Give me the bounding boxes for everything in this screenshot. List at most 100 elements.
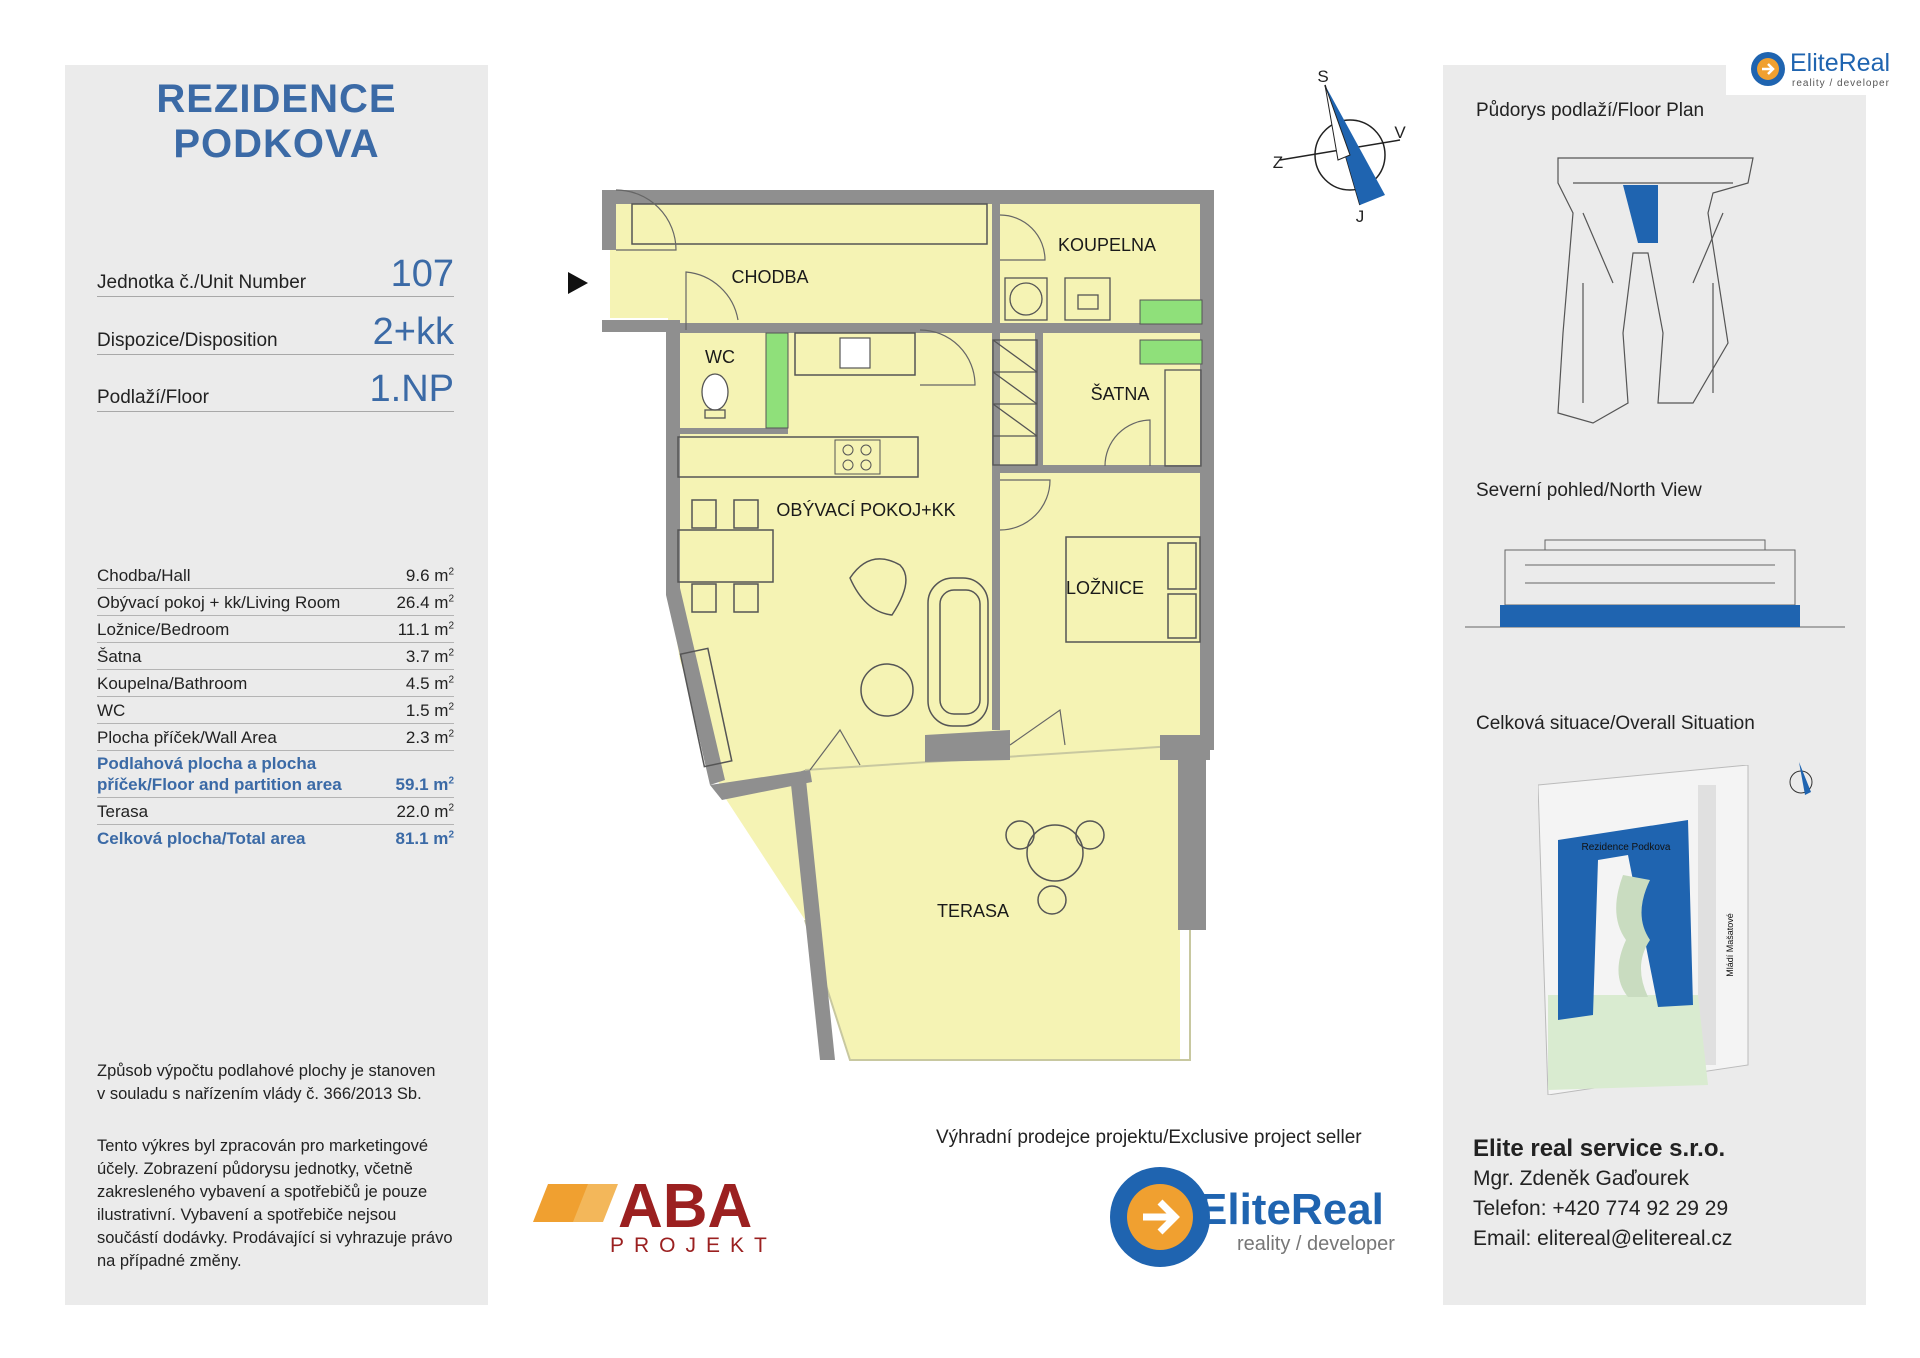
entrance-arrow-icon (568, 272, 588, 294)
left-info-panel: REZIDENCE PODKOVA Jednotka č./Unit Numbe… (65, 65, 488, 1305)
elitereal-small-name: EliteReal (1790, 49, 1891, 77)
area-label: Ložnice/Bedroom (97, 620, 230, 639)
calc-note: Způsob výpočtu podlahové plochy je stano… (97, 1062, 436, 1103)
door-swings (615, 189, 1151, 771)
exclusive-seller-label: Výhradní prodejce projektu/Exclusive pro… (936, 1127, 1362, 1148)
unit-number-row: Jednotka č./Unit Number 107 (97, 250, 454, 297)
shaft-3 (1139, 339, 1203, 365)
area-row: Koupelna/Bathroom 4.5 m2 (97, 670, 454, 697)
burner-icon (860, 459, 872, 471)
hall-wardrobe (631, 203, 988, 245)
area-label: WC (97, 701, 126, 720)
walls (602, 190, 1214, 1060)
compass-v: V (1394, 123, 1406, 142)
area-row: Plocha příček/Wall Area 2.3 m2 (97, 724, 454, 751)
floor-fill (610, 200, 1205, 1060)
area-label: Terasa (97, 802, 149, 821)
bathroom-fixtures (1004, 277, 1111, 321)
shaft-1 (765, 332, 789, 429)
kitchen-counter (677, 436, 919, 478)
kitchen-sink-icon (839, 337, 871, 369)
situation-street-label: Mládí Mašatové (1725, 913, 1735, 977)
area-label: Koupelna/Bathroom (97, 674, 248, 693)
area-row: WC 1.5 m2 (97, 697, 454, 724)
compass-s: S (1317, 67, 1328, 86)
floor-plan-label: Půdorys podlaží/Floor Plan (1476, 100, 1705, 121)
disposition-value: 2+kk (372, 311, 454, 353)
area-value: 9.6 m2 (405, 566, 454, 585)
burner-icon (860, 444, 872, 456)
area-value: 1.5 m2 (405, 701, 454, 720)
burner-icon (842, 444, 854, 456)
area-label: Plocha příček/Wall Area (97, 728, 277, 747)
elitereal-small-tagline: reality / developer (1792, 78, 1890, 89)
aba-projekt-logo: ABA PROJEKT (533, 1172, 777, 1257)
contact-phone: Telefon: +420 774 92 29 29 (1473, 1197, 1729, 1220)
area-row: Chodba/Hall 9.6 m2 (97, 562, 454, 589)
situation-label: Celková situace/Overall Situation (1476, 713, 1755, 734)
area-label: Šatna (97, 647, 142, 666)
living-furniture (679, 558, 989, 768)
area-row: Šatna 3.7 m2 (97, 643, 454, 670)
contact-company: Elite real service s.r.o. (1473, 1135, 1726, 1162)
area-value: 11.1 m2 (397, 620, 454, 639)
area-row: Ložnice/Bedroom 11.1 m2 (97, 616, 454, 643)
room-label-terasa: TERASA (937, 901, 1009, 921)
kitchen-counter-top (794, 332, 916, 376)
elitereal-logo-mark-small (1751, 52, 1785, 86)
room-label-wc: WC (705, 347, 735, 367)
compass-j: J (1356, 207, 1365, 226)
elitereal-logo-mark (1110, 1167, 1210, 1267)
area-value: 2.3 m2 (405, 728, 454, 747)
disposition-label: Dispozice/Disposition (97, 330, 278, 351)
contact-email: Email: elitereal@elitereal.cz (1473, 1227, 1733, 1250)
unit-number-value: 107 (390, 253, 454, 295)
cooktop-icon (834, 439, 881, 475)
area-row: Terasa 22.0 m2 (97, 798, 454, 825)
area-label: Celková plocha/Total area (97, 829, 306, 848)
floor-value: 1.NP (369, 368, 454, 410)
room-label-obyvaci: OBÝVACÍ POKOJ+KK (776, 500, 955, 520)
room-label-chodba: CHODBA (731, 267, 808, 287)
disclaimer-note: Tento výkres byl zpracován pro marketing… (97, 1137, 453, 1270)
room-label-satna: ŠATNA (1091, 383, 1150, 404)
terrace-furniture (1005, 820, 1105, 915)
area-label: Chodba/Hall (97, 566, 191, 585)
room-label-koupelna: KOUPELNA (1058, 235, 1156, 255)
building-floor-plan-thumbnail (1557, 157, 1754, 424)
small-compass-icon (1789, 762, 1813, 795)
area-value: 59.1 m2 (395, 775, 455, 794)
compass-icon: S V Z J (1273, 67, 1407, 226)
area-row-total: Celková plocha/Total area 81.1 m2 (97, 825, 454, 851)
situation-building-label: Rezidence Podkova (1582, 842, 1671, 853)
area-value: 22.0 m2 (396, 802, 454, 821)
project-title-line1: REZIDENCE (156, 77, 397, 121)
north-view-thumbnail (1465, 539, 1845, 628)
toilet-icon (701, 373, 729, 419)
area-value: 81.1 m2 (395, 829, 455, 848)
area-value: 26.4 m2 (396, 593, 454, 612)
floor-label: Podlaží/Floor (97, 387, 209, 408)
floor-row: Podlaží/Floor 1.NP (97, 365, 454, 412)
shaft-2 (1139, 299, 1203, 325)
area-label: Obývací pokoj + kk/Living Room (97, 593, 341, 612)
room-label-loznice: LOŽNICE (1066, 578, 1144, 598)
north-view-label: Severní pohled/North View (1476, 480, 1702, 501)
staircase-shelves (992, 339, 1202, 467)
overall-situation-map: Rezidence Podkova Mládí Mašatové (1538, 765, 1749, 1095)
elitereal-tagline: reality / developer (1237, 1233, 1395, 1255)
aba-logo-subtext: PROJEKT (610, 1234, 777, 1257)
terrace-outline (804, 743, 1191, 1061)
area-value: 4.5 m2 (405, 674, 454, 693)
right-info-panel: Půdorys podlaží/Floor Plan Severní pohle… (1443, 65, 1866, 1305)
elitereal-logo-small: EliteReal reality / developer (1726, 45, 1901, 95)
unit-number-label: Jednotka č./Unit Number (97, 272, 307, 293)
area-value: 3.7 m2 (405, 647, 454, 666)
project-title-line2: PODKOVA (173, 122, 380, 166)
burner-icon (842, 459, 854, 471)
dining-set (677, 499, 774, 613)
area-row: Obývací pokoj + kk/Living Room 26.4 m2 (97, 589, 454, 616)
